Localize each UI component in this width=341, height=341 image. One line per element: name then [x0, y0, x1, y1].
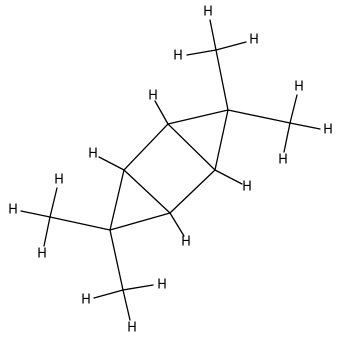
hydrogen-labels: H H H H H H H H H H H H H H H H [8, 5, 333, 336]
hydrogen-label: H [278, 153, 288, 168]
ch-bond-m4-b [122, 284, 154, 291]
ring-bond-right [167, 123, 216, 171]
ch-bond-m1-a [209, 19, 217, 51]
ch-bond-ring-left [98, 156, 125, 171]
lower-bridge-bond-b [109, 212, 171, 231]
hydrogen-label: H [88, 147, 98, 162]
hydrogen-label: H [37, 247, 47, 262]
hydrogen-bonds [20, 19, 321, 321]
ch-bond-m2-a [289, 94, 298, 124]
upper-bridge-bond-b [214, 109, 229, 171]
hydrogen-label: H [148, 89, 158, 104]
ch-bond-m4-c [122, 289, 131, 321]
ch-bond-m2-b [289, 122, 321, 130]
ring-bond-top [123, 123, 169, 171]
ch-bond-m4-a [93, 289, 124, 299]
skeleton-bonds [49, 49, 291, 291]
methyl-bond-4 [109, 229, 124, 291]
ch-bond-ring-top [154, 100, 169, 125]
hydrogen-label: H [8, 203, 18, 218]
ch-bond-m2-c [283, 122, 291, 153]
ch-bond-m3-b [49, 187, 58, 218]
methyl-bond-2 [227, 109, 291, 124]
hydrogen-label: H [81, 293, 91, 308]
upper-bridge-bond-a [167, 109, 229, 125]
hydrogen-label: H [181, 235, 191, 250]
methyl-bond-3 [49, 216, 111, 231]
ring-bond-bottom [169, 169, 216, 214]
ch-bond-ring-right [214, 169, 243, 185]
hydrogen-label: H [173, 49, 183, 64]
ch-bond-m1-b [186, 49, 217, 56]
hydrogen-label: H [242, 180, 252, 195]
hydrogen-label: H [54, 173, 64, 188]
hydrogen-label: H [323, 123, 333, 138]
hydrogen-label: H [127, 321, 137, 336]
lower-bridge-bond-a [109, 169, 125, 231]
hydrogen-label: H [203, 5, 213, 20]
hydrogen-label: H [294, 80, 304, 95]
hydrogen-label: H [157, 278, 167, 293]
ring-bond-left [123, 169, 171, 214]
methyl-bond-1 [215, 49, 229, 111]
hydrogen-label: H [249, 33, 259, 48]
ch-bond-ring-bottom [169, 212, 185, 237]
ch-bond-m3-a [20, 210, 51, 218]
ch-bond-m3-c [43, 216, 51, 247]
ch-bond-m1-c [215, 41, 247, 51]
